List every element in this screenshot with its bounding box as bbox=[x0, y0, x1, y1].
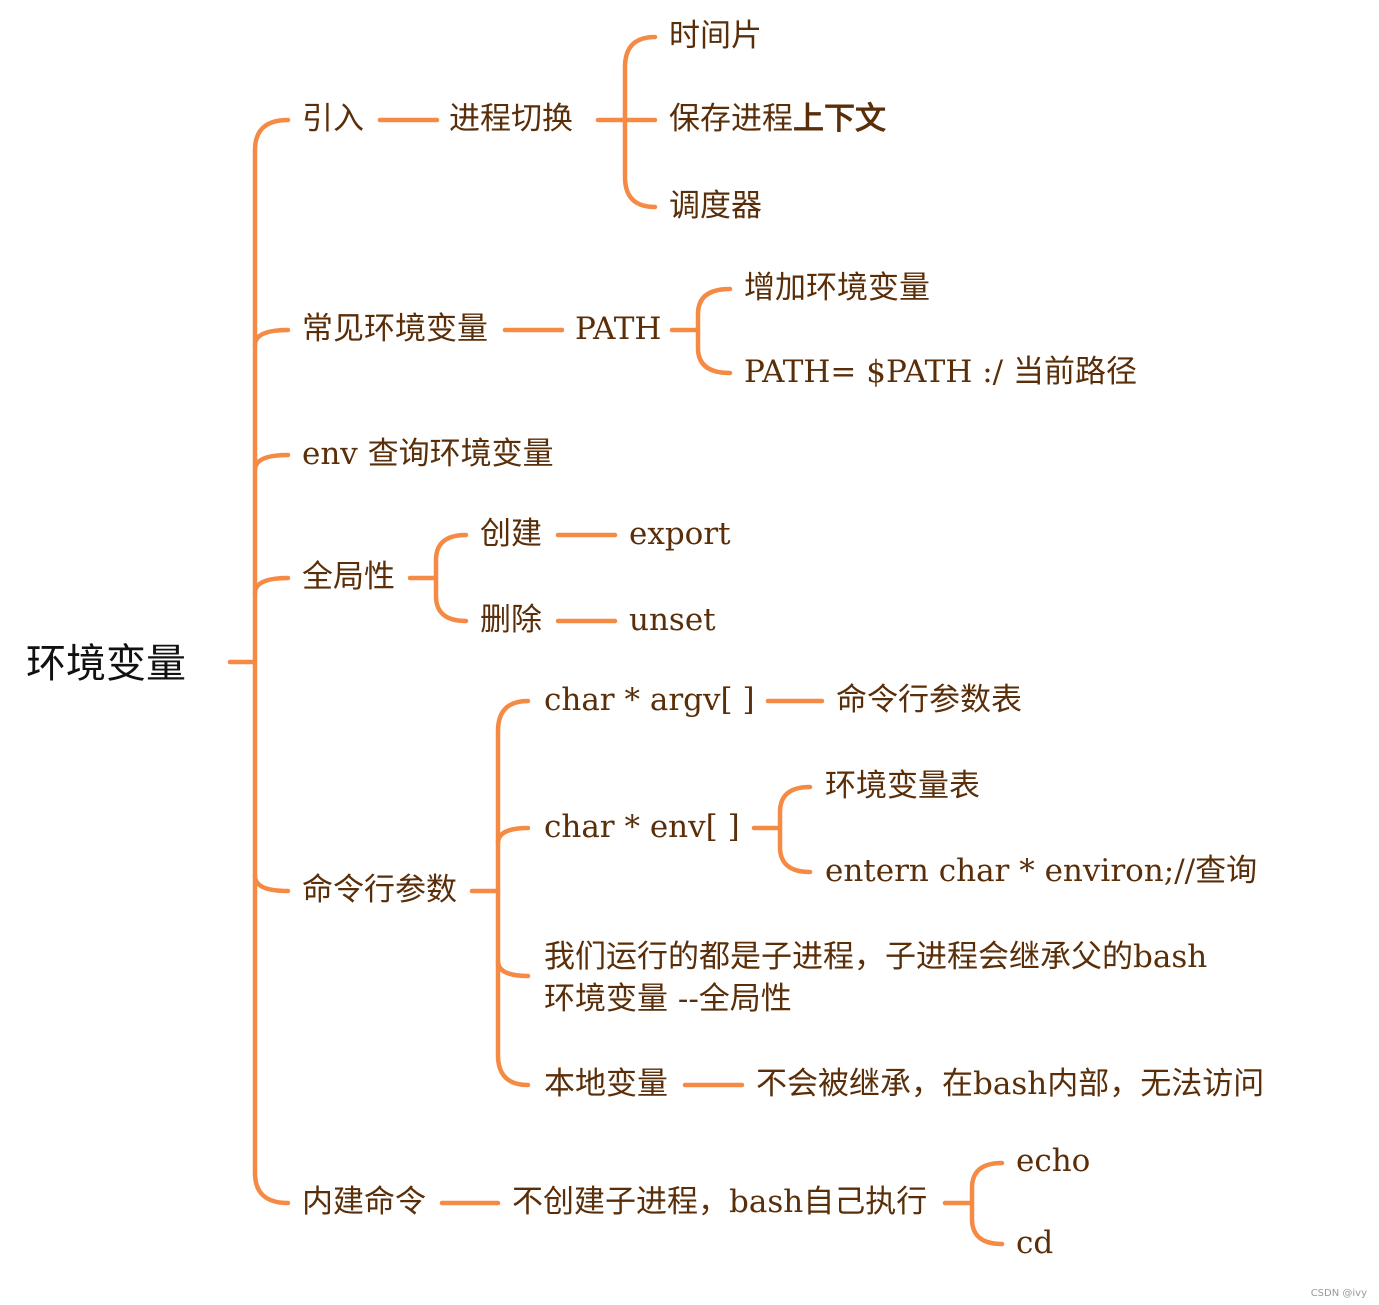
branch-cmdline bbox=[252, 873, 291, 894]
node-common-env: 常见环境变量 bbox=[302, 311, 488, 347]
node-builtin-desc: 不创建子进程，bash自己执行 bbox=[512, 1184, 928, 1220]
node-builtin: 内建命令 bbox=[302, 1184, 426, 1220]
branch-inherit bbox=[495, 958, 531, 979]
node-argv-desc: 命令行参数表 bbox=[836, 682, 1022, 718]
node-cmdline: 命令行参数 bbox=[302, 872, 457, 908]
node-add-env: 增加环境变量 bbox=[744, 270, 930, 306]
node-argv: char * argv[ ] bbox=[544, 682, 755, 718]
bracket-builtin bbox=[969, 1160, 1005, 1247]
branch-env-array bbox=[495, 825, 531, 846]
bracket-path bbox=[695, 286, 733, 376]
watermark: CSDN @ivy bbox=[1310, 1288, 1367, 1299]
context-bold-text: 上下文 bbox=[793, 101, 886, 137]
bracket-global bbox=[433, 532, 469, 624]
node-env-table: 环境变量表 bbox=[825, 768, 980, 804]
node-env-query: env 查询环境变量 bbox=[302, 436, 554, 472]
node-global: 全局性 bbox=[302, 559, 395, 595]
bracket-cmdline bbox=[495, 698, 531, 1088]
node-intro: 引入 bbox=[302, 101, 364, 137]
node-env-array: char * env[ ] bbox=[544, 809, 740, 845]
node-create: 创建 bbox=[480, 516, 542, 552]
branch-global bbox=[252, 575, 291, 596]
node-unset: unset bbox=[629, 602, 716, 638]
node-inherit-line2: 环境变量 --全局性 bbox=[544, 981, 792, 1017]
save-context-text: 保存进程 bbox=[669, 101, 793, 137]
node-remove: 删除 bbox=[480, 602, 542, 638]
node-inherit-line1: 我们运行的都是子进程，子进程会继承父的bash bbox=[544, 939, 1208, 975]
node-local-desc: 不会被继承，在bash内部，无法访问 bbox=[756, 1066, 1265, 1102]
branch-common bbox=[252, 327, 291, 348]
node-echo: echo bbox=[1016, 1143, 1091, 1179]
root-node: 环境变量 bbox=[26, 641, 186, 687]
node-local-var: 本地变量 bbox=[544, 1066, 668, 1102]
node-path: PATH bbox=[575, 311, 662, 347]
node-cd: cd bbox=[1016, 1225, 1054, 1261]
bracket-env bbox=[777, 784, 813, 875]
node-environ: entern char * environ;//查询 bbox=[825, 853, 1258, 889]
node-scheduler: 调度器 bbox=[669, 188, 762, 224]
node-process-switch: 进程切换 bbox=[449, 101, 573, 137]
main-trunk bbox=[252, 117, 291, 1206]
node-time-slice: 时间片 bbox=[669, 18, 762, 54]
node-save-context: 保存进程上下文 bbox=[669, 104, 886, 135]
branch-env bbox=[252, 452, 291, 473]
node-path-assign: PATH= $PATH :/ 当前路径 bbox=[744, 354, 1137, 390]
node-export: export bbox=[629, 516, 731, 552]
